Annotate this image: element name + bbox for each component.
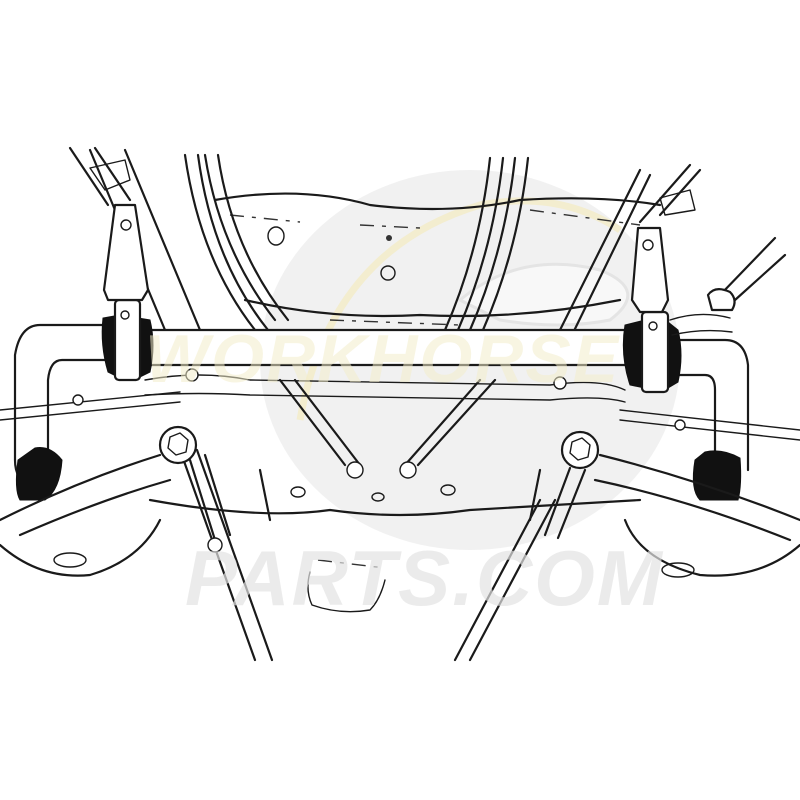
tie-rods — [0, 368, 800, 441]
right-link-bushing — [692, 450, 742, 501]
right-control-arm — [543, 430, 800, 542]
frame-rails — [68, 146, 702, 224]
right-bushing — [622, 310, 682, 394]
watermark-line1: WORKHORSE — [145, 321, 621, 397]
right-upper-link — [669, 236, 787, 336]
brake-lines — [88, 148, 652, 662]
left-link-bushing — [15, 447, 63, 501]
left-control-arm — [0, 425, 232, 553]
left-bracket — [102, 203, 150, 302]
right-bracket — [630, 226, 670, 314]
crossmember — [0, 192, 800, 613]
watermark-line2: PARTS.COM — [185, 534, 664, 622]
watermark-text: WORKHORSE PARTS.COM — [145, 321, 664, 622]
left-bushing — [101, 298, 154, 382]
